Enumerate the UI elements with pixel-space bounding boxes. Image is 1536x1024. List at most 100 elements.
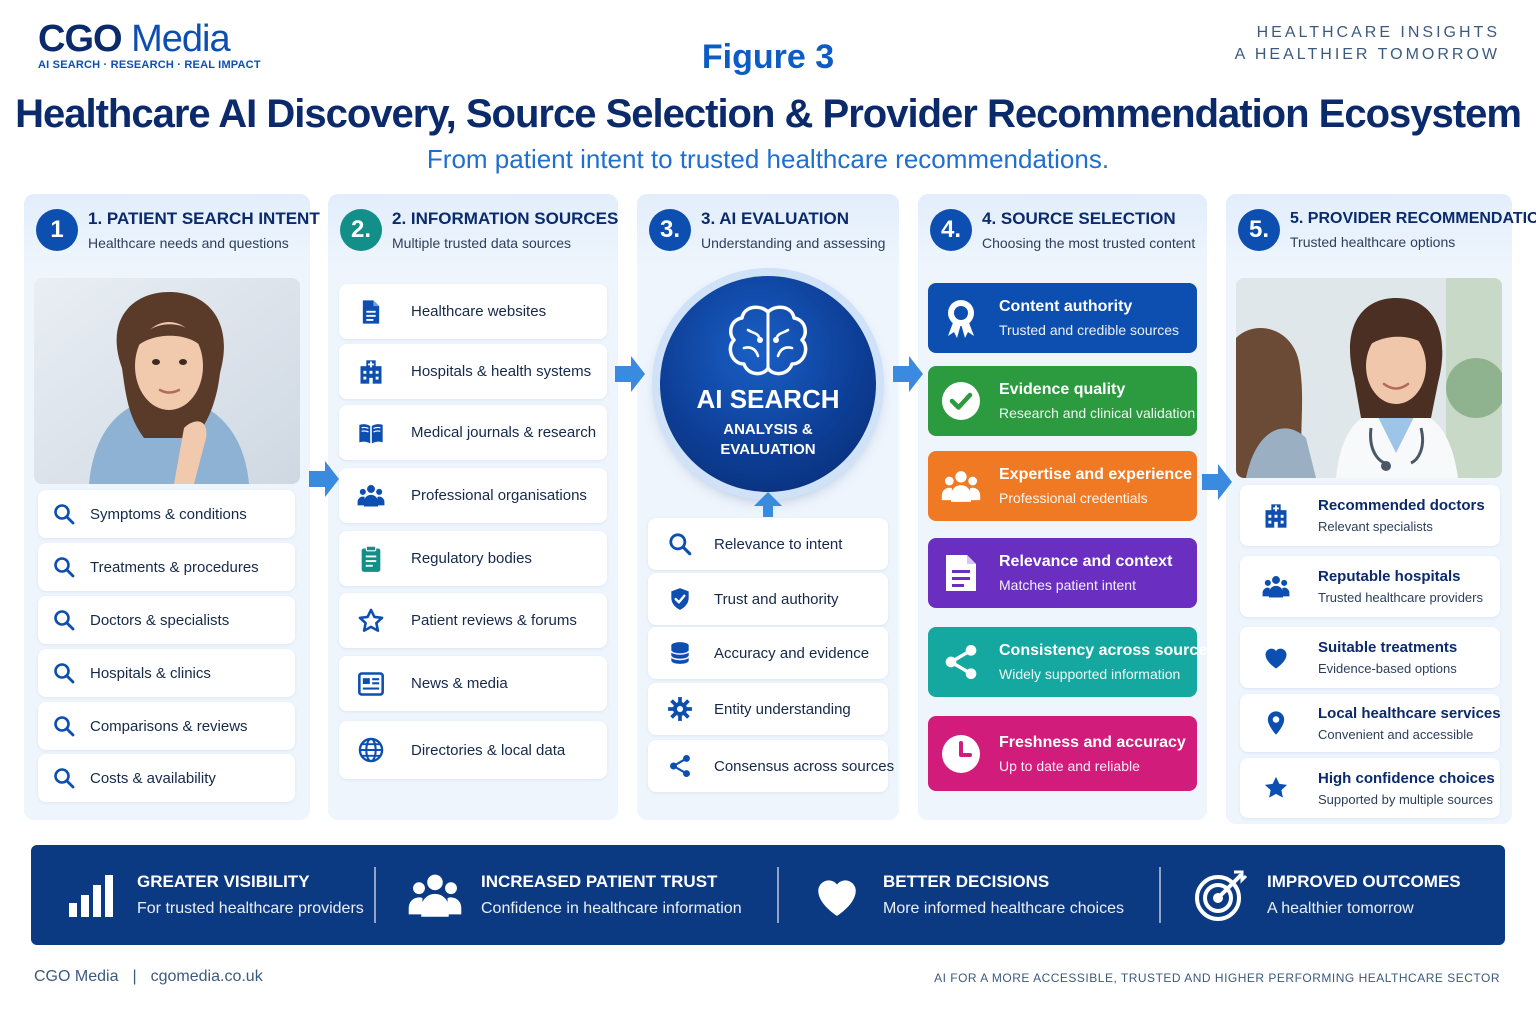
rec-subtitle: Evidence-based options	[1318, 661, 1457, 676]
step-number: 5.	[1238, 209, 1280, 251]
list-item-label: Costs & availability	[90, 769, 216, 787]
header-tagline-line2: A HEALTHIER TOMORROW	[1234, 46, 1500, 63]
banner-title: INCREASED PATIENT TRUST	[481, 872, 718, 891]
header-tagline-line1: HEALTHCARE INSIGHTS	[1256, 24, 1500, 41]
column-title: 5. PROVIDER RECOMMENDATIONS	[1290, 210, 1536, 227]
selection-card[interactable]: Freshness and accuracy Up to date and re…	[928, 716, 1197, 791]
star-icon	[1262, 774, 1290, 802]
list-item[interactable]: Hospitals & health systems	[339, 344, 607, 399]
rec-title: High confidence choices	[1318, 769, 1495, 787]
list-item[interactable]: Symptoms & conditions	[38, 490, 295, 538]
arrow-up-icon	[754, 492, 782, 517]
brand-tagline: AI SEARCH · RESEARCH · REAL IMPACT	[38, 59, 261, 71]
list-item[interactable]: Entity understanding	[648, 683, 888, 735]
column-subtitle: Healthcare needs and questions	[88, 235, 289, 251]
rec-subtitle: Supported by multiple sources	[1318, 791, 1493, 807]
selection-card[interactable]: Content authority Trusted and credible s…	[928, 283, 1197, 353]
document-icon	[357, 298, 385, 326]
column-header: 2. 2. INFORMATION SOURCES Multiple trust…	[328, 194, 618, 266]
list-item-label: Comparisons & reviews	[90, 717, 248, 735]
selection-card[interactable]: Relevance and context Matches patient in…	[928, 538, 1197, 608]
selection-card[interactable]: Evidence quality Research and clinical v…	[928, 366, 1197, 436]
rec-title: Suitable treatments	[1318, 639, 1458, 656]
footer-brand: CGO Media | cgomedia.co.uk	[34, 968, 263, 986]
rec-title: Recommended doctors	[1318, 497, 1485, 514]
column-title: 1. PATIENT SEARCH INTENT	[88, 209, 320, 228]
heart-icon	[1262, 644, 1290, 672]
list-item[interactable]: Regulatory bodies	[339, 531, 607, 586]
list-item-label: Treatments & procedures	[90, 558, 259, 576]
column-header: 3. 3. AI EVALUATION Understanding and as…	[637, 194, 899, 266]
arrow-right-icon	[615, 356, 645, 392]
column-title: 3. AI EVALUATION	[701, 209, 849, 228]
banner-item: BETTER DECISIONS More informed healthcar…	[807, 845, 1124, 945]
banner-subtitle: For trusted healthcare providers	[137, 900, 364, 917]
banner-divider	[777, 867, 779, 923]
list-item[interactable]: Doctors & specialists	[38, 596, 295, 644]
list-item[interactable]: Relevance to intent	[648, 518, 888, 570]
star-icon	[357, 607, 385, 635]
list-item-label: Entity understanding	[714, 700, 851, 718]
page-subtitle: From patient intent to trusted healthcar…	[426, 144, 1110, 174]
brand-name-bold: CGO	[38, 18, 123, 60]
step-number: 2.	[340, 209, 382, 251]
list-item[interactable]: News & media	[339, 656, 607, 711]
search-icon	[50, 500, 78, 528]
list-item[interactable]: Recommended doctors Relevant specialists	[1240, 485, 1500, 546]
list-item[interactable]: Costs & availability	[38, 754, 295, 802]
column-subtitle: Choosing the most trusted content	[982, 235, 1196, 251]
list-item[interactable]: Accuracy and evidence	[648, 627, 888, 679]
gear-icon	[666, 695, 694, 723]
column-title: 4. SOURCE SELECTION	[982, 209, 1176, 228]
ai-search-hub: AI SEARCH ANALYSIS & EVALUATION	[660, 276, 876, 492]
clock-icon	[941, 734, 981, 774]
list-item[interactable]: Reputable hospitals Trusted healthcare p…	[1240, 556, 1500, 617]
check-circle-icon	[941, 381, 981, 421]
shield-check-icon	[666, 585, 694, 613]
card-title: Consistency across sources	[999, 642, 1216, 659]
list-item[interactable]: Suitable treatments Evidence-based optio…	[1240, 627, 1500, 688]
selection-card[interactable]: Consistency across sources Widely suppor…	[928, 627, 1216, 697]
globe-icon	[357, 736, 385, 764]
list-item[interactable]: Comparisons & reviews	[38, 702, 295, 750]
footer-website-link[interactable]: cgomedia.co.uk	[150, 968, 263, 985]
list-item[interactable]: Local healthcare services Convenient and…	[1240, 694, 1501, 752]
card-subtitle: Trusted and credible sources	[999, 322, 1180, 338]
list-item[interactable]: Medical journals & research	[339, 405, 607, 460]
list-item[interactable]: Professional organisations	[339, 468, 607, 523]
list-item[interactable]: Consensus across sources	[648, 740, 894, 792]
list-item-label: Symptoms & conditions	[90, 505, 247, 523]
step-number: 3.	[649, 209, 691, 251]
page-title: Healthcare AI Discovery, Source Selectio…	[15, 92, 1522, 136]
column-header: 1 1. PATIENT SEARCH INTENT Healthcare ne…	[24, 194, 320, 266]
list-item-label: Trust and authority	[714, 590, 839, 608]
hub-subtitle: ANALYSIS & EVALUATION	[660, 420, 876, 460]
search-icon	[50, 712, 78, 740]
column-header: 4. 4. SOURCE SELECTION Choosing the most…	[918, 194, 1207, 266]
list-item[interactable]: Directories & local data	[339, 721, 607, 779]
footer-company: CGO Media	[34, 968, 119, 985]
column-subtitle: Multiple trusted data sources	[392, 235, 571, 251]
bar-chart-icon	[61, 865, 121, 925]
card-title: Freshness and accuracy	[999, 733, 1186, 751]
card-title: Content authority	[999, 298, 1133, 315]
card-title: Evidence quality	[999, 381, 1126, 398]
list-item-label: Doctors & specialists	[90, 611, 230, 629]
list-item[interactable]: Trust and authority	[648, 573, 888, 625]
list-item[interactable]: Healthcare websites	[339, 284, 607, 339]
list-item[interactable]: High confidence choices Supported by mul…	[1240, 758, 1500, 818]
list-item[interactable]: Patient reviews & forums	[339, 593, 607, 648]
banner-title: GREATER VISIBILITY	[137, 872, 310, 891]
step-number: 1	[36, 209, 78, 251]
list-item[interactable]: Hospitals & clinics	[38, 649, 295, 697]
footer-separator: |	[132, 968, 137, 985]
arrow-right-icon	[893, 356, 923, 392]
brain-icon	[728, 305, 808, 376]
list-item[interactable]: Treatments & procedures	[38, 543, 295, 591]
list-item-label: Patient reviews & forums	[411, 612, 577, 629]
hospital-icon	[357, 358, 385, 386]
card-subtitle: Research and clinical validation	[999, 405, 1196, 421]
brand-logo: CGO Media AI SEARCH · RESEARCH · REAL IM…	[38, 18, 261, 71]
list-item-label: Consensus across sources	[714, 757, 895, 775]
selection-card[interactable]: Expertise and experience Professional cr…	[928, 451, 1197, 521]
